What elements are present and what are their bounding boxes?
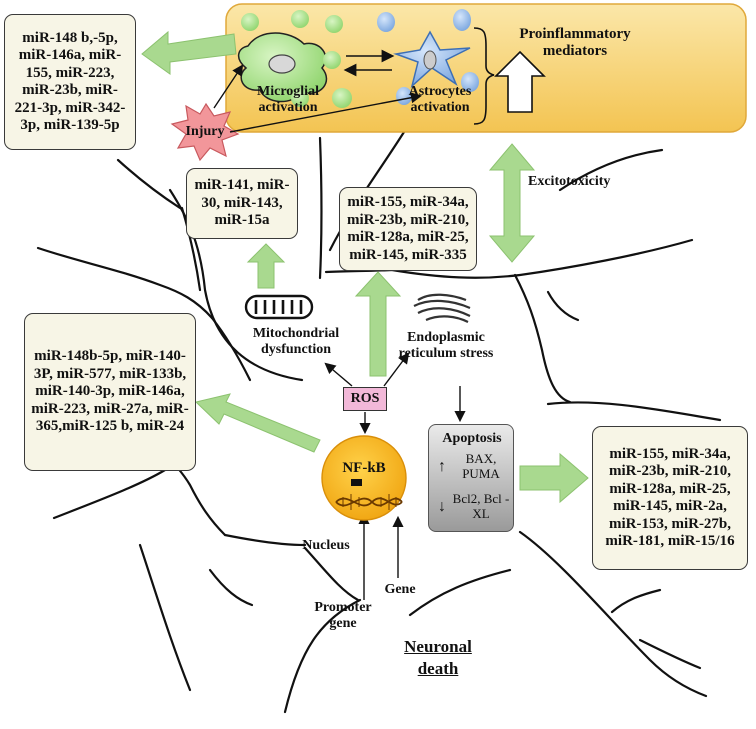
apoptosis-down-label: Bcl2, Bcl -XL bbox=[452, 491, 510, 521]
glia-exchange-arrows bbox=[343, 49, 395, 77]
label-nucleus: Nucleus bbox=[302, 538, 350, 553]
arrow-to-mito-box bbox=[246, 243, 286, 289]
mirna-box-glia: miR-148 b,-5p, miR-146a, miR-155, miR-22… bbox=[4, 14, 136, 150]
mediator-up-arrow bbox=[494, 50, 546, 113]
label-astrocytes-activation: Astrocytes activation bbox=[408, 84, 472, 115]
ros-box: ROS bbox=[343, 387, 387, 411]
label-er-stress: Endoplasmic reticulum stress bbox=[398, 330, 494, 361]
mediator-bracket bbox=[473, 27, 495, 125]
green-arrows bbox=[141, 30, 589, 504]
arrow-ros-to-er-box bbox=[354, 271, 402, 377]
label-proinflammatory-mediators: Proinflammatory mediators bbox=[519, 26, 631, 59]
arrow-to-top-left-box bbox=[141, 30, 237, 75]
microglia-cell bbox=[237, 32, 328, 103]
nucleus bbox=[321, 435, 407, 521]
er-icon bbox=[413, 293, 471, 323]
label-microglial-activation: Microglial activation bbox=[257, 84, 319, 115]
label-nfkb: NF-kB bbox=[342, 460, 386, 476]
label-mitochondrial-dysfunction: Mitochondrial dysfunction bbox=[252, 326, 340, 357]
label-promoter-gene: Promoter gene bbox=[314, 600, 372, 631]
arrow-apoptosis-to-right-box bbox=[519, 452, 589, 504]
mirna-box-mitochondria: miR-141, miR-30, miR-143, miR-15a bbox=[186, 168, 298, 239]
down-arrow-icon: ↓ bbox=[438, 498, 446, 515]
mirna-box-er-stress: miR-155, miR-34a, miR-23b, miR-210, miR-… bbox=[339, 187, 477, 271]
astrocyte-cell bbox=[393, 30, 471, 89]
neuron-outline bbox=[36, 130, 722, 714]
apoptosis-box: Apoptosis ↑ BAX, PUMA ↓ Bcl2, Bcl -XL bbox=[428, 424, 514, 532]
mirna-box-apoptosis: miR-155, miR-34a, miR-23b, miR-210, miR-… bbox=[592, 426, 748, 570]
excitotoxicity-double-arrow bbox=[488, 143, 536, 263]
pathway-arrows bbox=[324, 352, 466, 600]
mitochondrion-icon bbox=[244, 294, 314, 320]
microglia-vesicles bbox=[241, 10, 352, 108]
apoptosis-up-label: BAX, PUMA bbox=[462, 451, 500, 481]
label-injury: Injury bbox=[185, 124, 225, 139]
label-neuronal-death: Neuronal death bbox=[404, 637, 472, 678]
mirna-box-nucleus: miR-148b-5p, miR-140-3P, miR-577, miR-13… bbox=[24, 313, 196, 471]
label-excitotoxicity: Excitotoxicity bbox=[528, 174, 611, 189]
label-gene: Gene bbox=[384, 582, 416, 597]
arrow-nucleus-to-left-box bbox=[194, 393, 321, 453]
apoptosis-title: Apoptosis bbox=[442, 431, 502, 446]
astrocyte-vesicles bbox=[377, 9, 479, 105]
injury-arrows bbox=[213, 64, 423, 133]
up-arrow-icon: ↑ bbox=[438, 458, 446, 475]
injury-star bbox=[170, 102, 240, 162]
